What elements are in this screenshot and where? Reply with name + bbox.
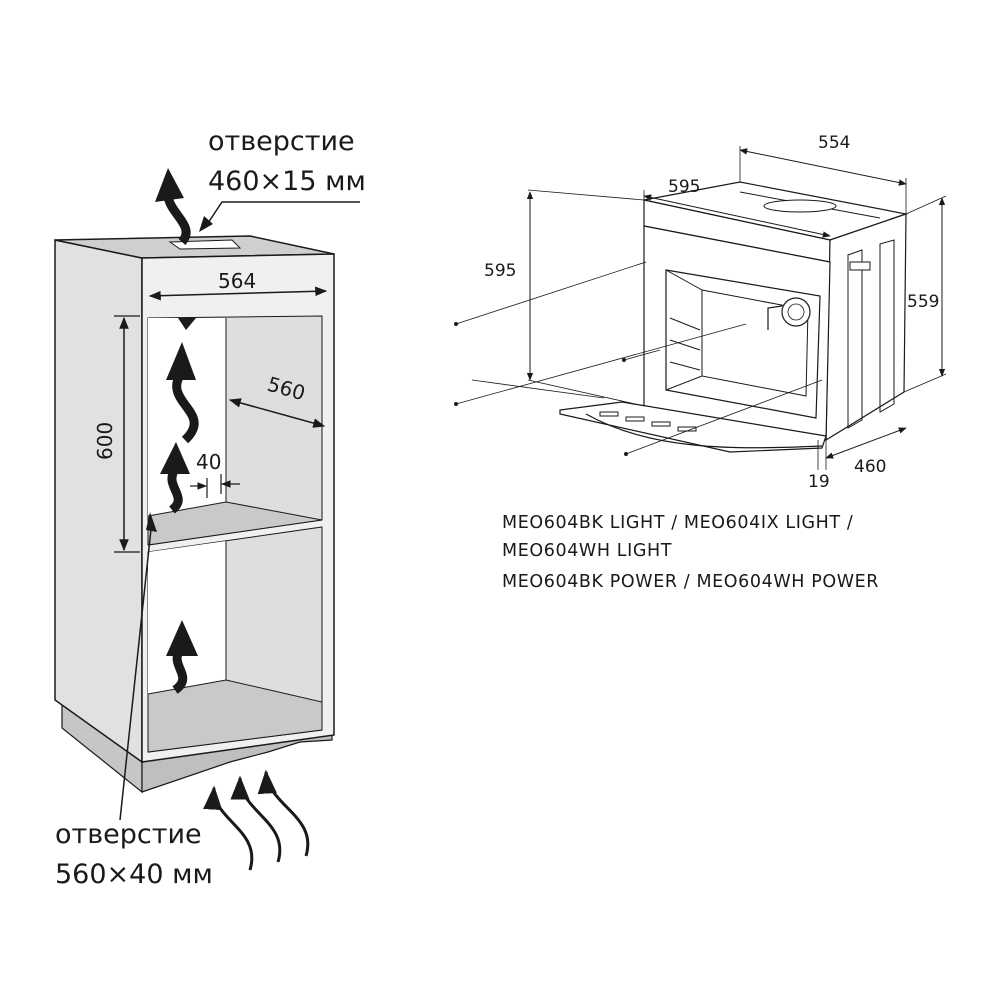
airflow-arrow-upper-cut [178, 318, 196, 330]
dim-595-top: 595 [668, 177, 700, 197]
dim-600: 600 [93, 422, 117, 460]
bottom-opening-leader [119, 519, 153, 821]
model-line-1: MEO604BK LIGHT / MEO604IX LIGHT / [502, 513, 853, 533]
guide-line-4 [625, 379, 823, 455]
cavity-edge-1 [665, 269, 703, 291]
dim-595h-ext-top [527, 189, 645, 201]
airflow-arrow-upper-1-head [166, 342, 196, 380]
bottom-opening-size: 560×40 мм [55, 859, 213, 890]
oven-side-handle [849, 261, 871, 271]
dim-559-ext-bottom [903, 373, 947, 393]
convection-fan-inner [787, 303, 805, 321]
oven-cavity-back [701, 289, 809, 397]
airflow-arrow-top [163, 194, 191, 245]
dim-line-564 [148, 286, 328, 301]
dim-554: 554 [818, 133, 850, 153]
guide-line-3 [623, 349, 661, 361]
top-opening-size: 460×15 мм [208, 166, 366, 197]
oven-side-rail-2 [879, 239, 895, 413]
door-slot-3 [651, 421, 671, 427]
top-opening-label: отверстие [208, 126, 355, 157]
oven-side-rail [847, 249, 863, 429]
guide-line-2 [455, 323, 747, 405]
lower-floor [147, 679, 323, 753]
door-slot-2 [625, 416, 645, 422]
airflow-arrow-upper-1 [172, 369, 199, 444]
top-vent-slot [168, 239, 242, 250]
dim-559: 559 [907, 292, 939, 312]
upper-back-opening [148, 318, 226, 516]
dim-line-554 [739, 148, 907, 186]
dim-line-460 [825, 427, 907, 459]
top-opening-leader [205, 201, 360, 227]
dim-19: 19 [808, 472, 830, 492]
model-line-3: MEO604BK POWER / MEO604WH POWER [502, 572, 879, 592]
dim-564: 564 [218, 269, 256, 293]
airflow-arrow-upper-2-head [160, 442, 190, 474]
door-slot-1 [599, 411, 619, 417]
intake-arrow-3 [257, 769, 310, 857]
bottom-opening-leader-head [146, 512, 157, 532]
oven-lamp [767, 305, 783, 330]
cavity-rack-3 [669, 361, 701, 371]
guide-line-1 [455, 261, 647, 325]
convection-fan-icon [781, 297, 811, 327]
airflow-arrow-upper-2 [167, 465, 183, 514]
guide-line-5 [471, 379, 605, 399]
oven-top-vent [763, 199, 837, 213]
guide-dot-2 [454, 402, 458, 406]
dim-559-ext-top [905, 195, 947, 215]
top-opening-leader-head [199, 216, 213, 232]
oven-diagram: 554 595 595 559 460 19 MEO604BK LI [454, 133, 947, 592]
upper-floor [147, 501, 323, 546]
cabinet-side-panel [54, 239, 143, 764]
intake-arrow-1 [203, 785, 254, 871]
cavity-edge-2 [665, 375, 703, 391]
model-line-2: MEO604WH LIGHT [502, 541, 672, 561]
cabinet-diagram: 564 600 560 40 отверстие 460×15 мм отвер… [54, 126, 366, 890]
cavity-rack-1 [669, 317, 701, 331]
lower-back-opening [148, 541, 226, 694]
intake-arrow-2 [230, 775, 282, 863]
dim-595-height: 595 [484, 261, 516, 281]
cavity-rack-2 [669, 339, 701, 351]
dim-line-595-top [643, 194, 831, 238]
dim-460: 460 [854, 457, 886, 477]
airflow-arrow-top-head [155, 168, 184, 202]
oven-door-curve [585, 413, 823, 449]
bottom-opening-label: отверстие [55, 819, 202, 850]
dim-595h-ext-bottom [527, 379, 645, 407]
airflow-arrow-lower-head [166, 620, 198, 656]
dim-line-560 [228, 398, 326, 428]
guide-dot-4 [624, 452, 628, 456]
guide-dot-1 [454, 322, 458, 326]
guide-dot-3 [622, 358, 626, 362]
dim-40: 40 [196, 450, 221, 474]
